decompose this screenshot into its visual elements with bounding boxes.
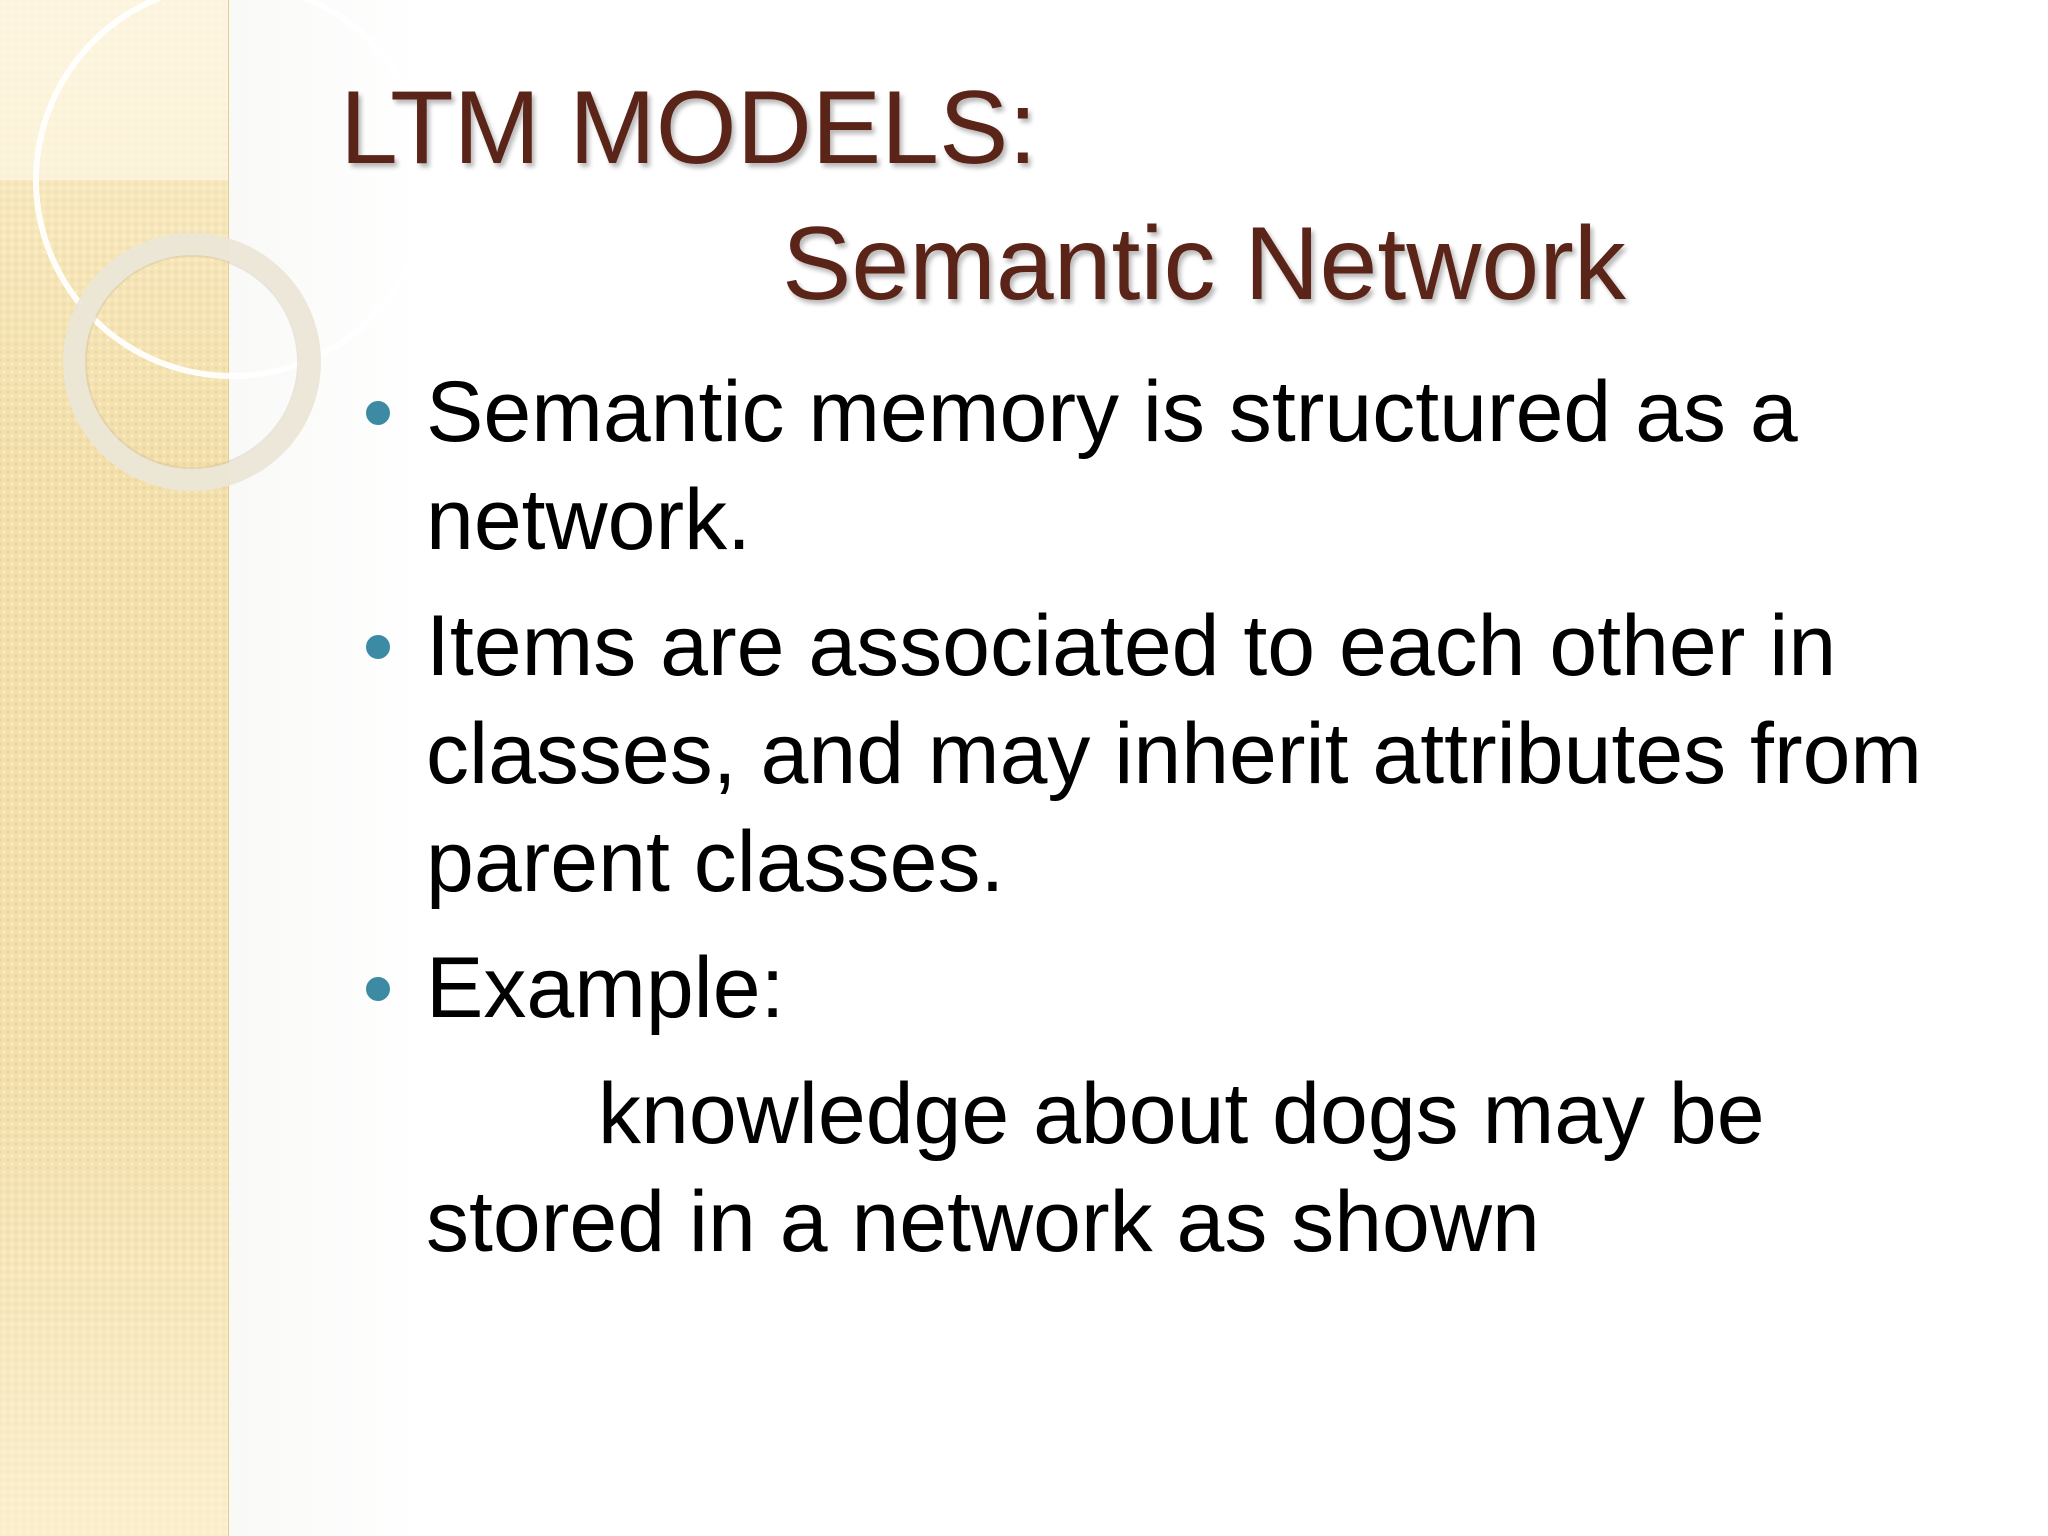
bullet-text: Items are associated to each other in cl…	[426, 598, 1923, 910]
title-line-1: LTM MODELS:	[340, 70, 1038, 186]
bullet-item: Semantic memory is structured as a netwo…	[360, 358, 1980, 574]
bullet-dot-icon	[366, 635, 390, 659]
small-ring-inner-edge	[85, 255, 299, 469]
slide-title: LTM MODELS: Semantic Network	[340, 60, 1626, 332]
example-line-1: knowledge about dogs may be	[598, 1066, 1765, 1162]
example-line-2: stored in a network as shown	[426, 1174, 1540, 1270]
bullet-item: Example:	[360, 934, 1980, 1042]
decorative-rings	[33, 0, 431, 491]
example-paragraph: knowledge about dogs may be stored in a n…	[426, 1060, 1986, 1276]
large-ring	[33, 0, 431, 379]
small-ring	[63, 233, 321, 491]
bullet-dot-icon	[366, 401, 390, 425]
title-line-2: Semantic Network	[782, 206, 1626, 322]
bullet-text: Example:	[426, 940, 785, 1036]
side-panel-fade	[0, 0, 228, 1536]
decorative-side-panel	[0, 0, 229, 1536]
bullet-item: Items are associated to each other in cl…	[360, 592, 1980, 916]
bullet-list: Semantic memory is structured as a netwo…	[360, 358, 1980, 1060]
bullet-dot-icon	[366, 977, 390, 1001]
bullet-text: Semantic memory is structured as a netwo…	[426, 364, 1798, 568]
